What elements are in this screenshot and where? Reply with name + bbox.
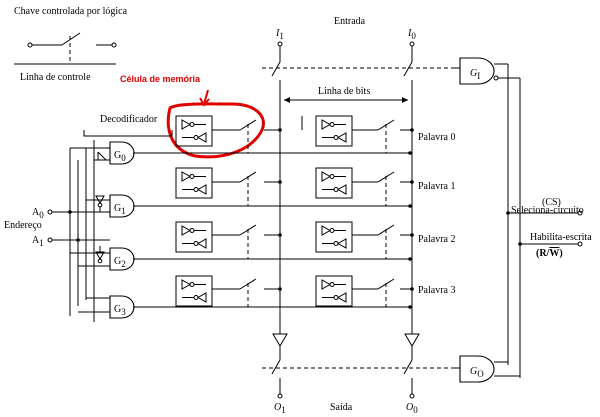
svg-text:G2: G2 [114, 256, 126, 269]
word-1-label: Palavra 1 [418, 181, 456, 192]
input-a1: A1 [32, 235, 44, 248]
svg-text:G3: G3 [114, 304, 126, 317]
word-3-label: Palavra 3 [418, 285, 456, 296]
svg-text:GI: GI [470, 68, 480, 81]
gate-g2: G2 [109, 247, 135, 271]
cs-abbr: (CS) [542, 197, 561, 208]
bit-lines-label: Linha de bits [318, 86, 370, 97]
input-i1: I1 [275, 28, 284, 41]
input-a0: A0 [32, 207, 44, 220]
switch-legend-title: Chave controlada por lógica [14, 6, 128, 17]
svg-text:G1: G1 [114, 203, 126, 216]
svg-text:G0: G0 [114, 150, 126, 163]
bit-lines: Entrada I1 I0 Linha de bits [262, 16, 452, 415]
gate-g0: G0 [109, 141, 135, 165]
write-enable-label: Habilita-escrita [530, 232, 592, 243]
rw-label: (R/W) [536, 248, 563, 259]
decoder: Decodificador Endereço A0 A1 [4, 114, 173, 322]
control-logic: GI GO (CS) Seleciona-circuito Habilita-e… [452, 57, 592, 383]
gate-go: GO [459, 355, 495, 383]
gate-g1: G1 [109, 194, 135, 218]
gate-g3: G3 [109, 295, 135, 319]
switch-legend: Chave controlada por lógica Linha de con… [14, 6, 128, 83]
output-o0: O0 [406, 402, 418, 415]
memory-cell-label: Célula de memória [120, 74, 201, 84]
output-title: Saída [330, 402, 353, 413]
input-title: Entrada [334, 16, 366, 27]
gate-gi: GI [459, 57, 495, 85]
memory-cells [175, 115, 412, 307]
control-line-label: Linha de controle [20, 72, 91, 83]
word-0-label: Palavra 0 [418, 132, 456, 143]
address-label: Endereço [4, 220, 42, 231]
decoder-title: Decodificador [100, 114, 158, 125]
word-lines: Palavra 0 Palavra 1 Palavra 2 Palavra 3 [133, 132, 456, 309]
word-2-label: Palavra 2 [418, 234, 456, 245]
output-o1: O1 [274, 402, 286, 415]
input-i0: I0 [407, 28, 416, 41]
svg-text:GO: GO [470, 366, 484, 379]
chip-select-label: Seleciona-circuito [511, 205, 584, 216]
